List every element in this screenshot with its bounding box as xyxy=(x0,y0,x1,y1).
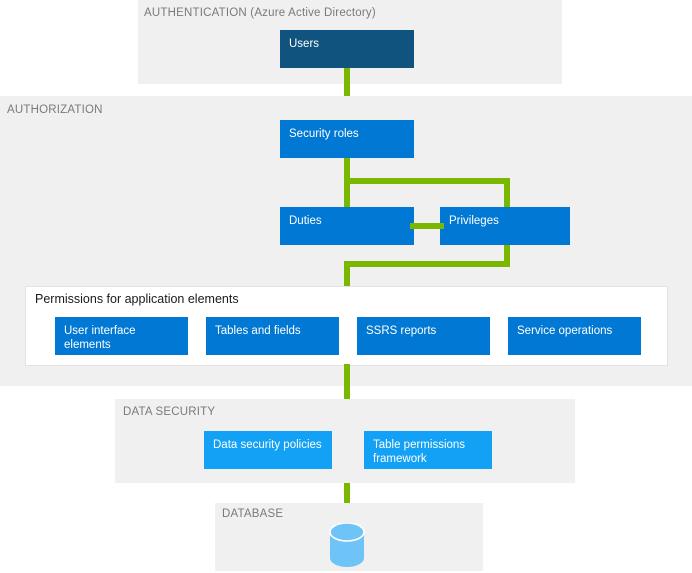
connector-bracket-to-permissions xyxy=(344,261,350,286)
connector-duties-privileges-bracket xyxy=(344,178,510,184)
zone-authorization-label: AUTHORIZATION xyxy=(7,104,103,116)
connector-bracket-to-duties xyxy=(344,178,350,209)
box-ssrs-reports[interactable]: SSRS reports xyxy=(357,317,490,355)
box-tables-and-fields[interactable]: Tables and fields xyxy=(206,317,339,355)
box-security-roles[interactable]: Security roles xyxy=(280,120,414,158)
box-users[interactable]: Users xyxy=(280,30,414,68)
database-cylinder-icon xyxy=(328,522,366,567)
box-privileges[interactable]: Privileges xyxy=(440,207,570,245)
box-data-security-policies[interactable]: Data security policies xyxy=(204,431,332,469)
zone-authentication-label: AUTHENTICATION (Azure Active Directory) xyxy=(144,7,376,19)
connector-users-to-security-roles xyxy=(344,68,350,121)
box-service-operations[interactable]: Service operations xyxy=(508,317,641,355)
box-duties[interactable]: Duties xyxy=(280,207,414,245)
connector-permissions-bracket xyxy=(344,261,510,267)
connector-data-security-to-database xyxy=(344,483,350,515)
zone-database-label: DATABASE xyxy=(222,508,284,520)
box-table-permissions-framework[interactable]: Table permissions framework xyxy=(364,431,492,469)
zone-data-security-label: DATA SECURITY xyxy=(123,406,216,418)
connector-bracket-to-privileges xyxy=(504,178,510,209)
box-user-interface-elements[interactable]: User interface elements xyxy=(55,317,188,355)
connector-permissions-to-data-security xyxy=(344,364,350,399)
zone-data-security xyxy=(115,399,575,483)
connector-privileges-down xyxy=(504,245,510,267)
connector-security-roles-stem xyxy=(344,158,350,182)
connector-duties-to-privileges xyxy=(410,223,444,229)
panel-permissions-title: Permissions for application elements xyxy=(35,292,239,306)
